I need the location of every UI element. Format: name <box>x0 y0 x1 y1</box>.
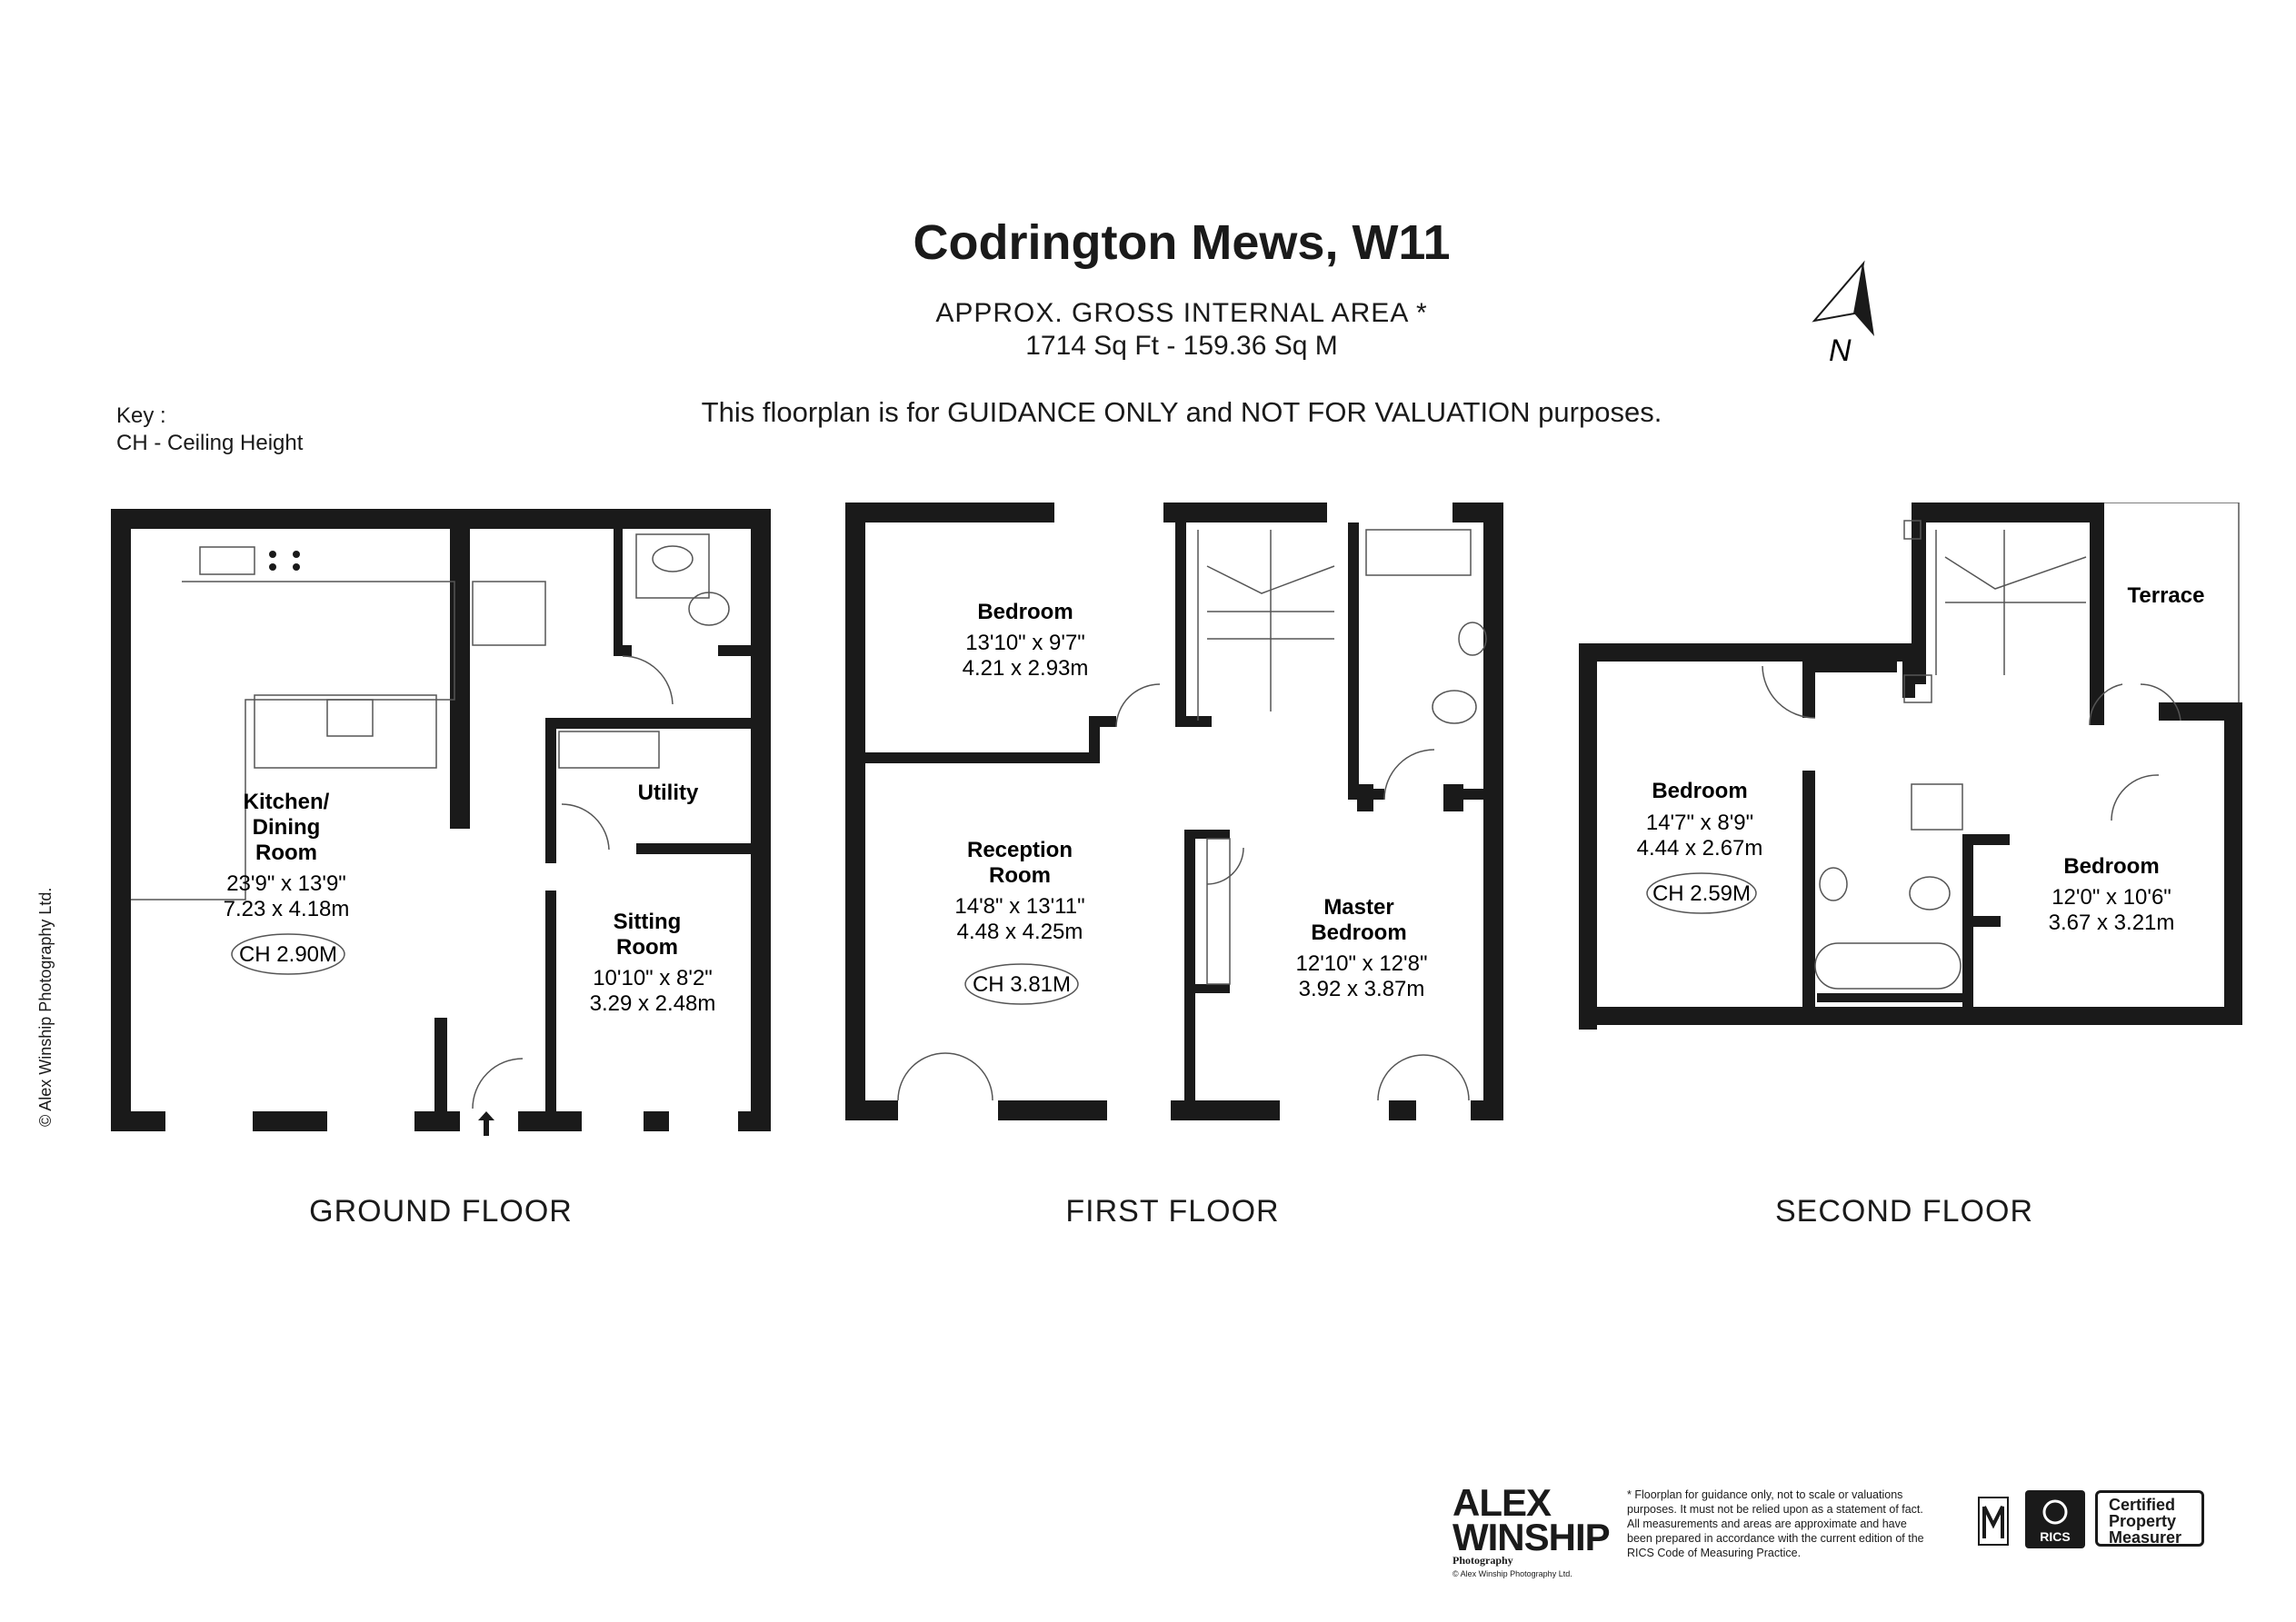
room-sitting-imperial: 10'10" x 8'2" <box>593 966 713 990</box>
room-kitchen-metric: 7.23 x 4.18m <box>224 897 350 921</box>
room-bedroom1-imperial: 13'10" x 9'7" <box>965 631 1085 655</box>
room-sitting-name2: Room <box>616 935 678 960</box>
room-kitchen-name2: Dining <box>253 815 321 840</box>
room-reception-name2: Room <box>989 863 1051 888</box>
room-master-metric: 3.92 x 3.87m <box>1299 977 1425 1001</box>
room-reception-name1: Reception <box>967 838 1073 862</box>
room-sitting-metric: 3.29 x 2.48m <box>590 991 716 1016</box>
certified-measurer-badge: Certified Property Measurer <box>2095 1490 2204 1547</box>
room-bedroom3-name: Bedroom <box>2063 854 2159 879</box>
room-reception-metric: 4.48 x 4.25m <box>957 920 1083 944</box>
page-title: Codrington Mews, W11 <box>913 215 1451 270</box>
key-legend: Key : CH - Ceiling Height <box>116 403 303 457</box>
north-letter: N <box>1829 333 1852 368</box>
ground-floor-plan: Kitchen/ Dining Room 23'9" x 13'9" 7.23 … <box>111 509 771 1136</box>
north-arrow-icon: N <box>1812 260 1874 368</box>
mm-logo-icon <box>1978 1497 2009 1546</box>
room-utility-name: Utility <box>638 781 699 805</box>
room-terrace-name: Terrace <box>2128 583 2205 608</box>
cpm-line1: Certified <box>2109 1496 2176 1514</box>
brand-logo: ALEX WINSHIP <box>1452 1481 1611 1558</box>
cpm-line2: Property <box>2109 1512 2177 1530</box>
footer-disclaimer: * Floorplan for guidance only, not to sc… <box>1627 1488 1924 1559</box>
brand-line2: WINSHIP <box>1452 1516 1611 1558</box>
guidance-note: This floorplan is for GUIDANCE ONLY and … <box>701 396 1662 428</box>
room-kitchen-imperial: 23'9" x 13'9" <box>226 871 346 896</box>
key-title: Key : <box>116 403 166 428</box>
room-sitting-name1: Sitting <box>614 910 682 934</box>
cpm-line3: Measurer <box>2109 1528 2182 1547</box>
room-bedroom3-imperial: 12'0" x 10'6" <box>2051 885 2171 910</box>
brand-copyright: © Alex Winship Photography Ltd. <box>1452 1569 1572 1578</box>
room-master-imperial: 12'10" x 12'8" <box>1296 951 1428 976</box>
room-bedroom2-imperial: 14'7" x 8'9" <box>1646 811 1753 835</box>
room-bedroom2-metric: 4.44 x 2.67m <box>1637 836 1763 861</box>
room-master-name2: Bedroom <box>1311 920 1406 945</box>
first-floor-label: FIRST FLOOR <box>1065 1194 1280 1229</box>
room-bedroom1-metric: 4.21 x 2.93m <box>963 656 1089 681</box>
ground-floor-label: GROUND FLOOR <box>309 1194 573 1229</box>
room-kitchen-name3: Room <box>255 841 317 865</box>
key-line: CH - Ceiling Height <box>116 431 304 455</box>
side-copyright: © Alex Winship Photography Ltd. <box>36 887 55 1127</box>
rics-logo-icon: RICS <box>2025 1490 2085 1548</box>
brand-line1: ALEX <box>1452 1481 1552 1524</box>
first-floor-plan: Bedroom 13'10" x 9'7" 4.21 x 2.93m Recep… <box>845 503 1503 1120</box>
area-value: 1714 Sq Ft - 159.36 Sq M <box>1025 331 1338 361</box>
brand-line3: Photography <box>1452 1554 1513 1567</box>
second-floor-label: SECOND FLOOR <box>1774 1194 2034 1229</box>
rics-text: RICS <box>2040 1529 2070 1544</box>
second-floor-plan: Terrace Bedroom 14'7" x 8'9" 4.44 x 2.67… <box>1579 503 2242 1030</box>
room-kitchen-name1: Kitchen/ <box>244 790 330 814</box>
room-kitchen-ch: CH 2.90M <box>239 942 337 967</box>
room-bedroom2-name: Bedroom <box>1652 779 1747 803</box>
area-label: APPROX. GROSS INTERNAL AREA * <box>935 298 1428 328</box>
room-bedroom3-metric: 3.67 x 3.21m <box>2049 911 2175 935</box>
room-master-name1: Master <box>1323 895 1393 920</box>
room-reception-ch: CH 3.81M <box>973 972 1071 997</box>
room-bedroom1-name: Bedroom <box>977 600 1073 624</box>
room-bedroom2-ch: CH 2.59M <box>1652 881 1751 906</box>
room-reception-imperial: 14'8" x 13'11" <box>954 894 1084 919</box>
